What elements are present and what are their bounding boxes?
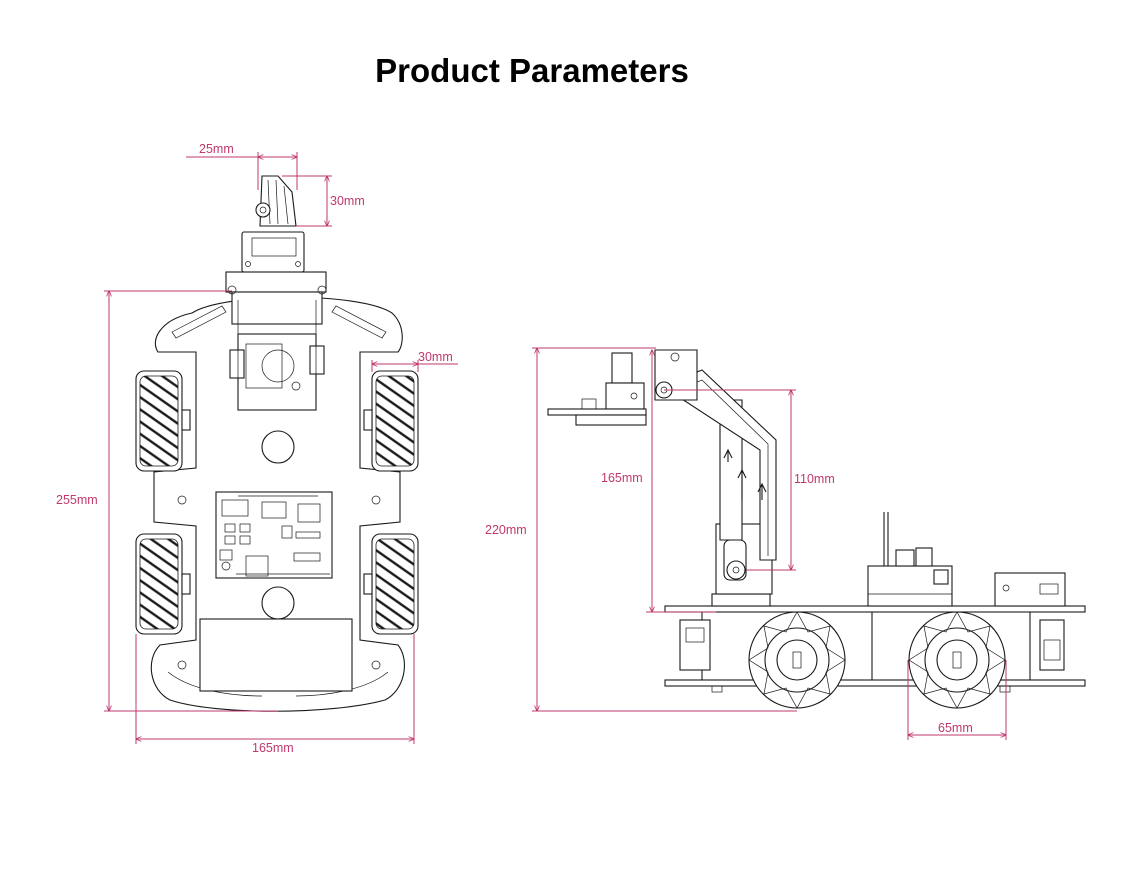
label-width: 165mm <box>252 741 294 755</box>
dim-wheel-width: 30mm <box>372 350 458 372</box>
top-view-battery-box <box>199 618 353 692</box>
side-view-battery <box>994 572 1066 607</box>
top-view-wheel-rear-left <box>135 533 191 635</box>
top-view-wheel-front-left <box>135 370 191 472</box>
side-view: 220mm 165mm 110mm 65mm <box>485 348 1086 740</box>
top-view-robot-arm <box>225 175 327 411</box>
dim-length: 255mm <box>56 291 278 711</box>
label-wheel-diameter: 65mm <box>938 721 973 735</box>
dim-arm-height: 110mm <box>664 390 835 570</box>
dim-arm-reach: 165mm <box>601 350 716 612</box>
top-view: 25mm 30mm 30mm 255mm 165mm <box>56 142 458 755</box>
label-length: 255mm <box>56 493 98 507</box>
label-claw-width: 25mm <box>199 142 234 156</box>
page-title: Product Parameters <box>375 52 689 89</box>
top-view-wheel-rear-right <box>363 533 419 635</box>
label-height: 220mm <box>485 523 527 537</box>
dim-claw-height: 30mm <box>282 176 365 226</box>
side-view-control-board <box>867 512 953 607</box>
dim-claw-width: 25mm <box>186 142 297 190</box>
label-claw-height: 30mm <box>330 194 365 208</box>
label-arm-height: 110mm <box>794 472 835 486</box>
side-view-upper-plate <box>664 605 1086 613</box>
side-view-lower-plate <box>664 679 1086 687</box>
side-view-robot-arm <box>547 349 777 607</box>
dim-width: 165mm <box>136 634 414 755</box>
label-arm-reach: 165mm <box>601 471 643 485</box>
label-wheel-width: 30mm <box>418 350 453 364</box>
side-view-wheel-front <box>748 611 846 709</box>
top-view-control-board <box>215 491 333 579</box>
top-view-wheel-front-right <box>363 370 419 472</box>
dim-wheel-diameter: 65mm <box>908 660 1006 740</box>
dim-height: 220mm <box>485 348 797 711</box>
side-view-wheel-rear <box>908 611 1006 709</box>
